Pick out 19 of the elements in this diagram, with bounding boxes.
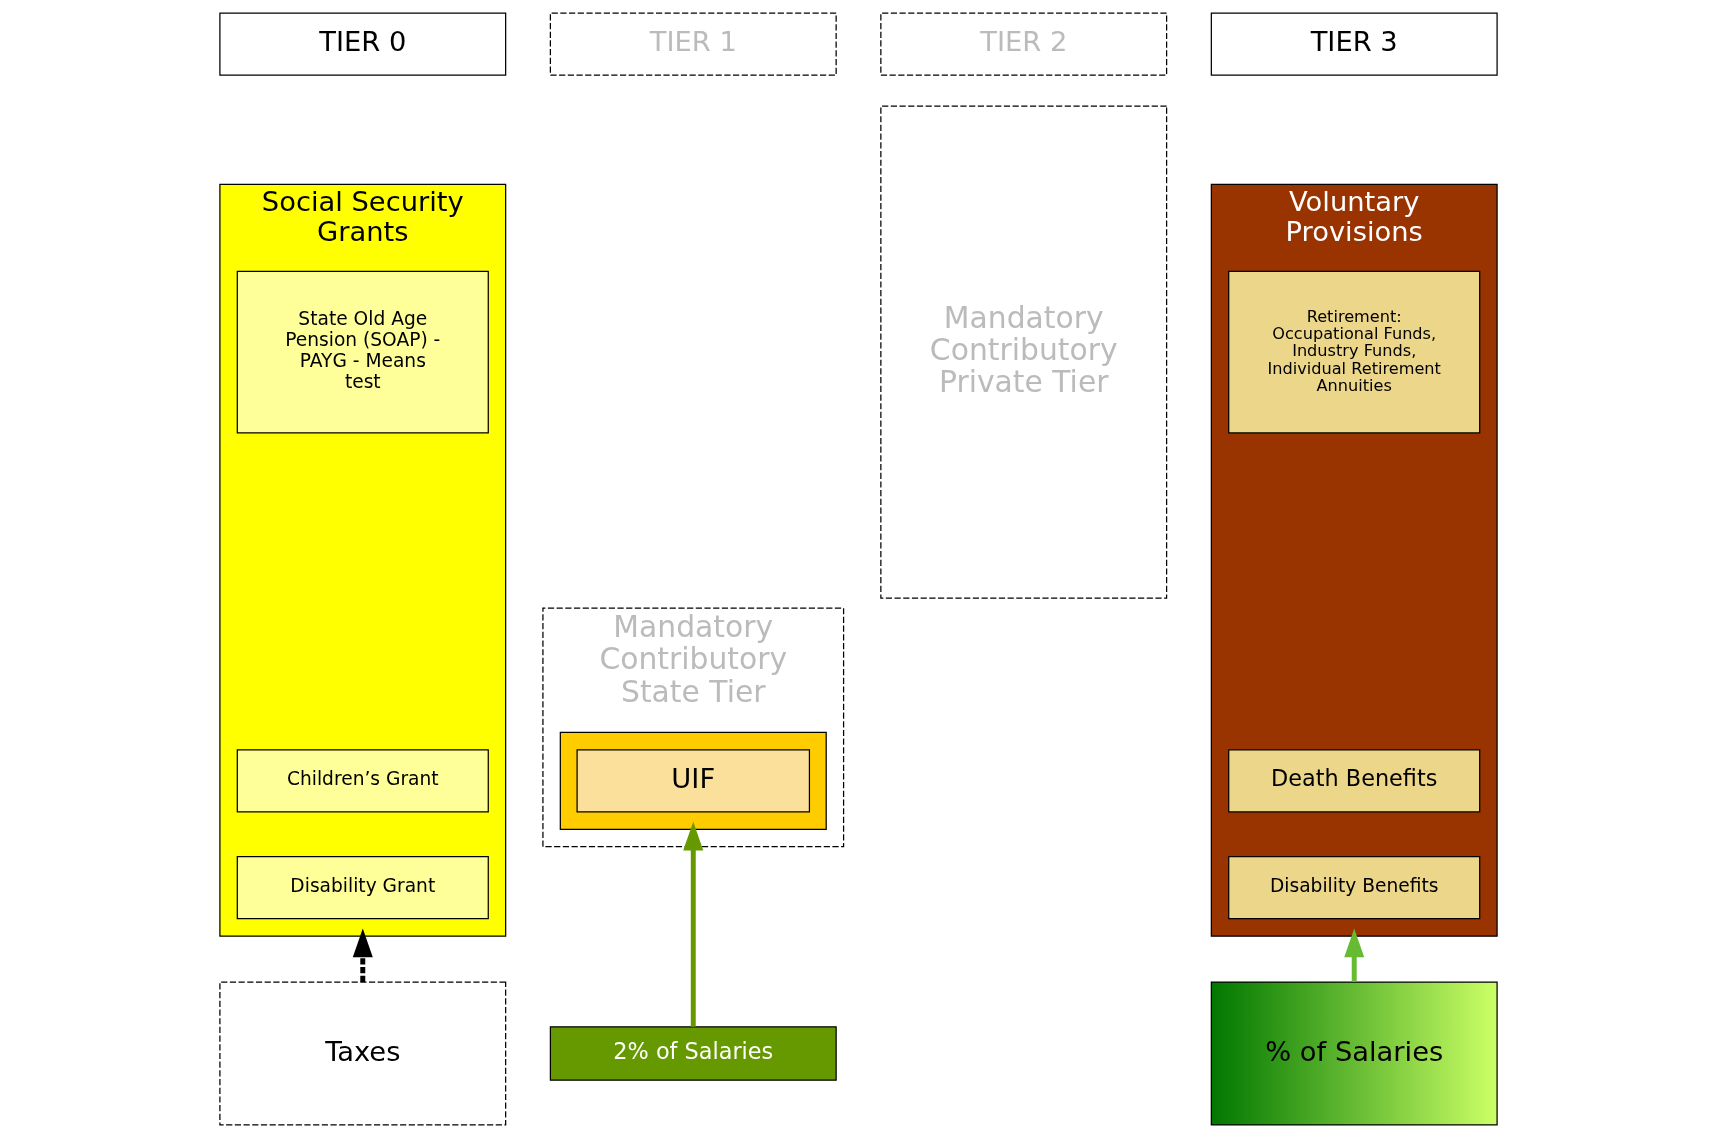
node-box: Children’s Grant <box>236 749 489 813</box>
node-box: Retirement: Occupational Funds, Industry Funds, Individual Retirement Annuities <box>1228 270 1481 434</box>
node-box: Mandatory Contributory Private Tier <box>880 105 1168 599</box>
node-box: UIF <box>576 749 811 813</box>
node-box: Death Benefits <box>1228 749 1481 813</box>
node-box: 2% of Salaries <box>549 1026 837 1081</box>
node-box: Disability Benefits <box>1228 856 1481 920</box>
arrow <box>683 821 704 1027</box>
arrow <box>1344 928 1365 982</box>
cluster <box>559 731 827 830</box>
node-box: Disability Grant <box>236 856 489 920</box>
node-box: TIER 1 <box>549 12 837 76</box>
node-box: TIER 2 <box>880 12 1168 76</box>
node-box: TIER 0 <box>219 12 507 76</box>
node-box: TIER 3 <box>1210 12 1498 76</box>
arrow <box>352 928 373 982</box>
node-box: % of Salaries <box>1210 981 1498 1126</box>
node-box: Taxes <box>219 981 507 1126</box>
node-box: State Old Age Pension (SOAP) - PAYG - Means test <box>236 270 489 434</box>
